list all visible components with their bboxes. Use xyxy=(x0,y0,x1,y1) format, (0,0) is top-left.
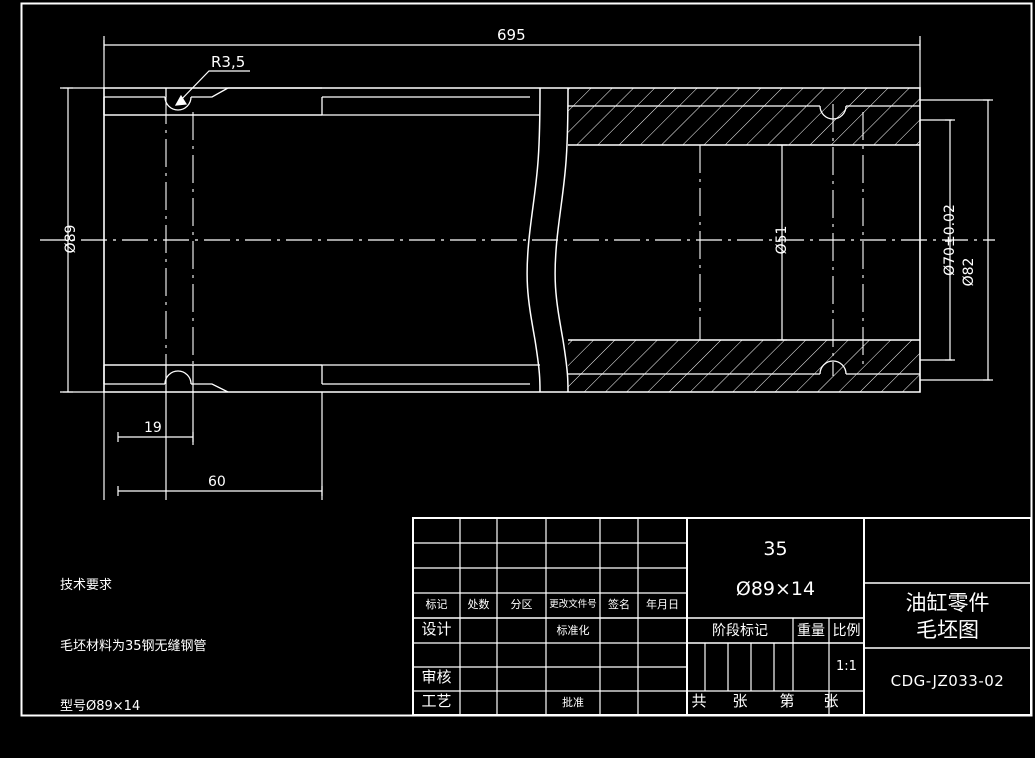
role-label-process: 工艺 xyxy=(421,692,452,710)
dim-label-outer-diameter-right: Ø82 xyxy=(961,257,977,287)
dim-groove-offset xyxy=(117,432,194,442)
break-line-right xyxy=(554,87,569,393)
revision-header-mark: 标记 xyxy=(425,598,448,611)
dim-label-groove-offset: 19 xyxy=(144,420,162,436)
groove-detail-bottom xyxy=(103,364,323,393)
tech-req-line-1: 毛坯材料为35钢无缝钢管 xyxy=(60,638,207,654)
dim-label-groove-length: 60 xyxy=(208,474,226,490)
dim-label-overall-length: 695 xyxy=(497,26,526,44)
scale-label: 比例 xyxy=(832,623,861,639)
tech-req-line-2: 型号Ø89×14 xyxy=(60,699,141,715)
material-code: 35 xyxy=(763,538,788,560)
internal-axis-lines xyxy=(165,96,864,385)
inner-wall-top xyxy=(104,96,540,116)
role-label-review: 审核 xyxy=(421,668,452,686)
part-outline xyxy=(103,87,921,393)
role-extra-approve: 批准 xyxy=(562,696,584,709)
sheet-total-label: 共 xyxy=(691,692,707,710)
scale-value: 1:1 xyxy=(836,659,857,674)
dim-label-fillet-radius: R3,5 xyxy=(211,53,246,71)
section-internal-features xyxy=(568,105,920,375)
cad-vector-layer xyxy=(20,2,1033,717)
sheet-index-unit: 张 xyxy=(823,692,839,710)
revision-header-signature: 签名 xyxy=(608,598,630,611)
revision-header-zone: 分区 xyxy=(510,598,533,611)
dim-label-bore-diameter: Ø51 xyxy=(774,225,790,255)
technical-requirements: 技术要求 毛坯材料为35钢无缝钢管 型号Ø89×14 xyxy=(60,536,207,758)
title-block-grid xyxy=(412,517,1032,716)
drawing-canvas: 695 R3,5 Ø89 Ø51 Ø70±0.02 Ø82 19 60 技术要求… xyxy=(20,2,1033,717)
tech-req-heading: 技术要求 xyxy=(60,578,113,594)
weight-label: 重量 xyxy=(797,623,825,639)
part-name-line-2: 毛坯图 xyxy=(916,618,979,642)
dim-bore-toleranced xyxy=(920,119,955,361)
dim-overall-length xyxy=(103,40,921,50)
dim-label-bore-toleranced: Ø70±0.02 xyxy=(942,204,958,276)
sheet-total-unit: 张 xyxy=(732,692,748,710)
sheet-index-label: 第 xyxy=(779,692,795,710)
drawing-number: CDG-JZ033-02 xyxy=(890,672,1005,690)
groove-detail-top xyxy=(103,87,323,116)
role-label-design: 设计 xyxy=(421,620,452,638)
revision-header-date: 年月日 xyxy=(646,598,679,611)
section-hatching xyxy=(568,88,920,392)
break-line-left xyxy=(526,87,541,393)
revision-header-doc-no: 更改文件号 xyxy=(549,599,597,610)
dim-groove-length xyxy=(117,486,323,496)
dim-label-outer-diameter-left: Ø89 xyxy=(63,224,79,254)
part-name-line-1: 油缸零件 xyxy=(905,591,990,615)
revision-header-count: 处数 xyxy=(467,598,490,611)
role-extra-standardize: 标准化 xyxy=(556,624,590,637)
leader-fillet-radius xyxy=(174,70,250,106)
stage-mark-label: 阶段标记 xyxy=(712,623,768,639)
dim-bore-diameter xyxy=(777,144,787,341)
dim-outer-diameter-left xyxy=(60,87,104,393)
inner-wall-bottom xyxy=(104,364,540,385)
dim-outer-diameter-right xyxy=(920,99,993,381)
material-spec: Ø89×14 xyxy=(735,578,816,600)
